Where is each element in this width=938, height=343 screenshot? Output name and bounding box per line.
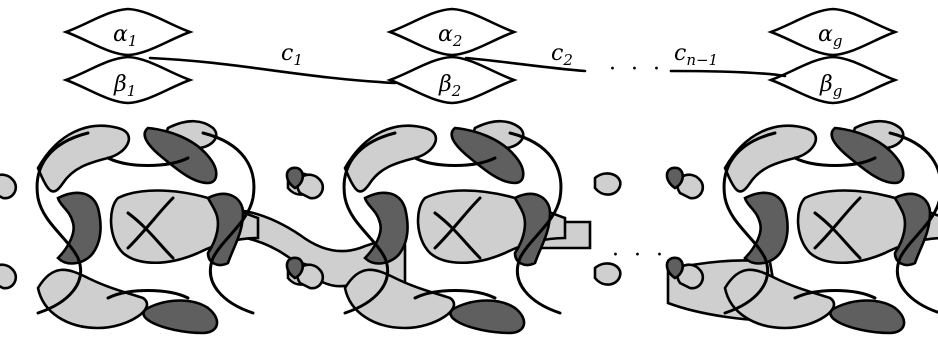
label-alpha-1: α1 <box>113 22 137 50</box>
label-alpha-2: α2 <box>438 22 462 50</box>
bottom-diagram: · · · <box>0 119 938 335</box>
bottom-ellipsis: · · · <box>612 243 667 268</box>
top-diagram: α1 β1 α2 β2 αg βg c1 c2 cn−1 · · · <box>64 7 897 105</box>
arc-cn1 <box>669 69 787 78</box>
arc-c2 <box>464 56 587 73</box>
label-c1: c1 <box>281 41 303 69</box>
label-c-n-1: cn−1 <box>674 41 718 69</box>
label-beta-1: β1 <box>113 72 136 100</box>
label-beta-g: βg <box>819 72 842 100</box>
arc-c1 <box>148 56 397 85</box>
label-beta-2: β2 <box>438 72 461 100</box>
label-alpha-g: αg <box>818 22 842 50</box>
label-c2: c2 <box>551 41 573 69</box>
top-ellipsis: · · · <box>609 57 664 82</box>
